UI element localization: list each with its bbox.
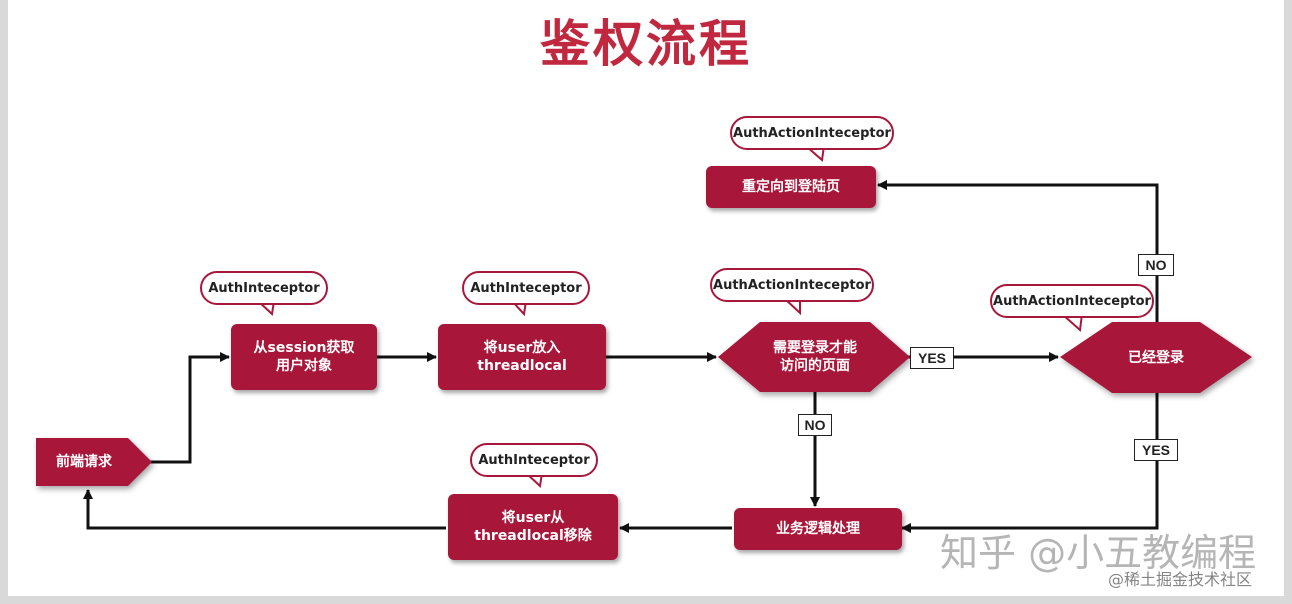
bubble-action-logged-in: AuthActionInteceptor	[990, 284, 1154, 318]
node-business-logic: 业务逻辑处理	[734, 508, 902, 550]
edge-label-logged-in-no: NO	[1138, 254, 1174, 276]
node-frontend-request-shape	[36, 438, 152, 486]
node-redirect-login: 重定向到登陆页	[706, 166, 876, 208]
edge-remove-user-to-request	[83, 489, 446, 530]
node-put-user: 将user放入 threadlocal	[438, 324, 606, 390]
edge-label-need-login-yes: YES	[910, 347, 954, 369]
edge-logged-in-yes	[901, 393, 1159, 533]
bubble-action-need-login: AuthActionInteceptor	[710, 268, 874, 302]
bubble-auth-remove-user: AuthInteceptor	[470, 443, 598, 477]
bubble-action-redirect: AuthActionInteceptor	[730, 116, 894, 150]
node-logged-in-shape	[1060, 322, 1252, 393]
node-remove-user: 将user从 threadlocal移除	[448, 494, 618, 560]
watermark-juejin: @稀土掘金技术社区	[1108, 570, 1253, 589]
watermark-zhihu: 知乎 @小五教编程	[940, 531, 1257, 575]
edge-label-need-login-no: NO	[798, 414, 832, 436]
node-need-login-shape	[718, 322, 910, 392]
edge-label-logged-in-yes: YES	[1134, 439, 1178, 461]
edge-request-to-get-user	[150, 352, 230, 464]
bubble-auth-get-user: AuthInteceptor	[200, 271, 328, 305]
bubble-auth-put-user: AuthInteceptor	[462, 271, 590, 305]
diagram-title: 鉴权流程	[540, 15, 752, 73]
edge-logged-in-no	[877, 180, 1159, 322]
node-get-user: 从session获取 用户对象	[231, 324, 377, 390]
